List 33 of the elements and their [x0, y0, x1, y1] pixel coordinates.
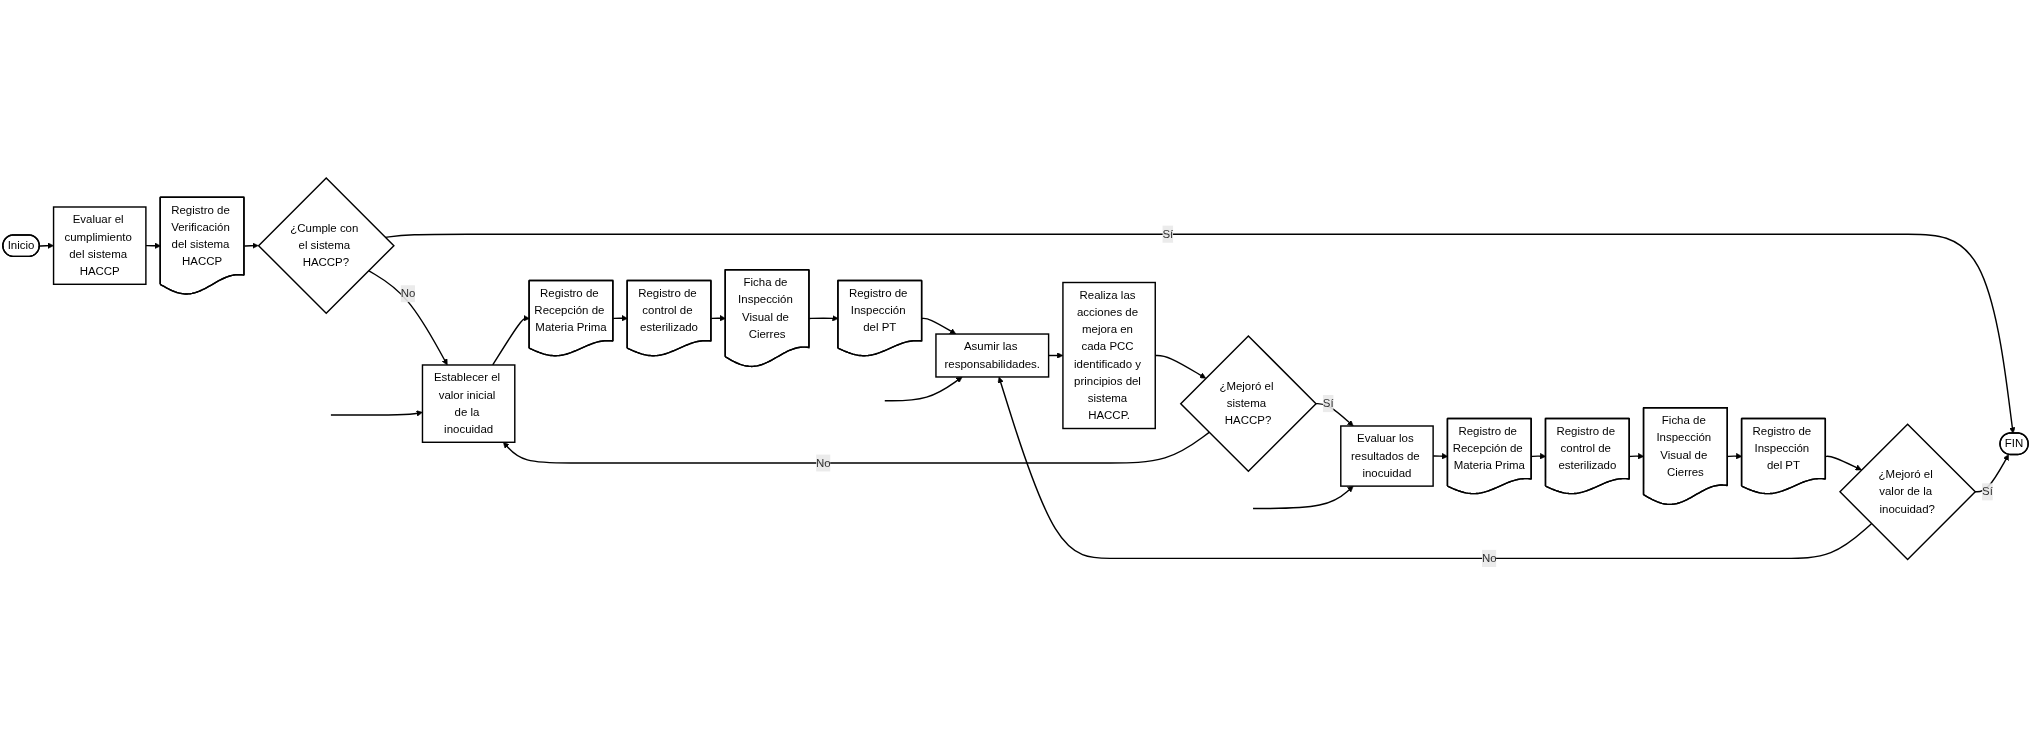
node-diamond: ¿Mejoró el sistema HACCP?	[1179, 335, 1318, 473]
arrow	[1824, 455, 1862, 471]
arrow	[710, 315, 726, 322]
arrow	[384, 233, 2016, 434]
arrow	[503, 431, 1210, 464]
arrow	[612, 315, 628, 322]
edge-label: Sí	[1162, 227, 1174, 240]
node-diamond: ¿Cumple con el sistema HACCP?	[257, 177, 395, 315]
arrow	[243, 242, 259, 249]
arrow	[330, 410, 423, 417]
arrow	[367, 269, 448, 366]
arrow	[1628, 453, 1645, 460]
arrow	[145, 242, 161, 249]
node-box: Establecer el valor inicial de la inocuidad	[421, 364, 516, 443]
edge-label: No	[1481, 551, 1497, 565]
arrow	[808, 315, 839, 322]
edge-label: Sí	[1982, 485, 1993, 498]
arrow	[492, 315, 530, 366]
arrow	[1726, 453, 1743, 460]
arrow	[997, 376, 1873, 560]
edge-label: No	[816, 456, 831, 469]
arrow	[921, 317, 957, 335]
node-diamond: ¿Mejoró el valor de la inocuidad?	[1838, 423, 1977, 561]
edge-label: Sí	[1322, 397, 1334, 410]
node-box: Asumir las responsabilidades.	[935, 333, 1050, 378]
node-box: Evaluar el cumplimiento del sistema HACCP	[52, 206, 147, 285]
node-box: Evaluar los resultados de inocuidad	[1340, 425, 1434, 487]
arrow	[1530, 453, 1547, 460]
arrow	[1252, 485, 1354, 510]
node-box: Realiza las acciones de mejora en cada PCC identificado y principios del sistema HACCP.	[1062, 281, 1156, 430]
arrow	[1974, 454, 2009, 493]
edge-label: No	[400, 287, 416, 300]
arrow	[884, 376, 963, 402]
